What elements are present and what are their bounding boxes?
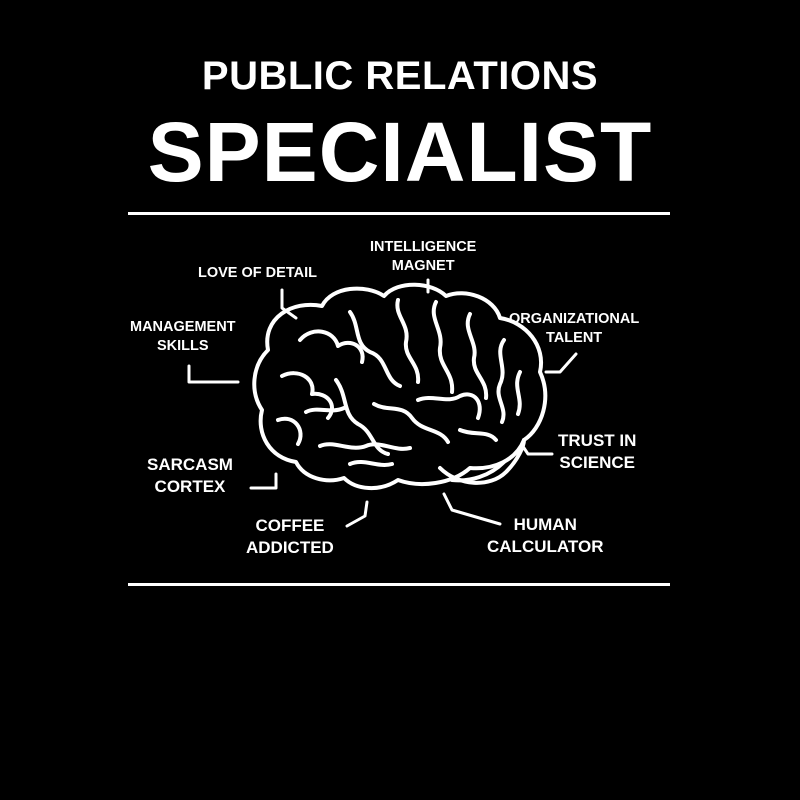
bottom-divider xyxy=(128,583,670,586)
label-intelligence-magnet: INTELLIGENCE MAGNET xyxy=(370,239,477,274)
connector-coffee xyxy=(345,500,369,528)
label-trust-in-science: TRUST IN SCIENCE xyxy=(558,431,637,473)
label-human-calculator: HUMAN CALCULATOR xyxy=(487,515,604,557)
title-line-2: SPECIALIST xyxy=(147,105,653,199)
label-coffee-addicted: COFFEE ADDICTED xyxy=(246,516,334,558)
connector-human xyxy=(442,492,502,526)
connector-lines xyxy=(187,278,578,528)
connector-organizational xyxy=(544,352,578,374)
brain-icon xyxy=(252,282,548,490)
label-love-of-detail: LOVE OF DETAIL xyxy=(198,265,317,281)
connector-love-of-detail xyxy=(280,288,298,320)
connector-management xyxy=(187,364,240,384)
title-line-1: PUBLIC RELATIONS xyxy=(201,54,599,98)
label-sarcasm-cortex: SARCASM CORTEX xyxy=(147,455,233,497)
connector-trust xyxy=(522,446,554,456)
label-organizational-talent: ORGANIZATIONAL TALENT xyxy=(509,311,640,346)
label-management-skills: MANAGEMENT SKILLS xyxy=(130,319,236,354)
connector-sarcasm xyxy=(249,472,278,490)
top-divider xyxy=(128,212,670,215)
